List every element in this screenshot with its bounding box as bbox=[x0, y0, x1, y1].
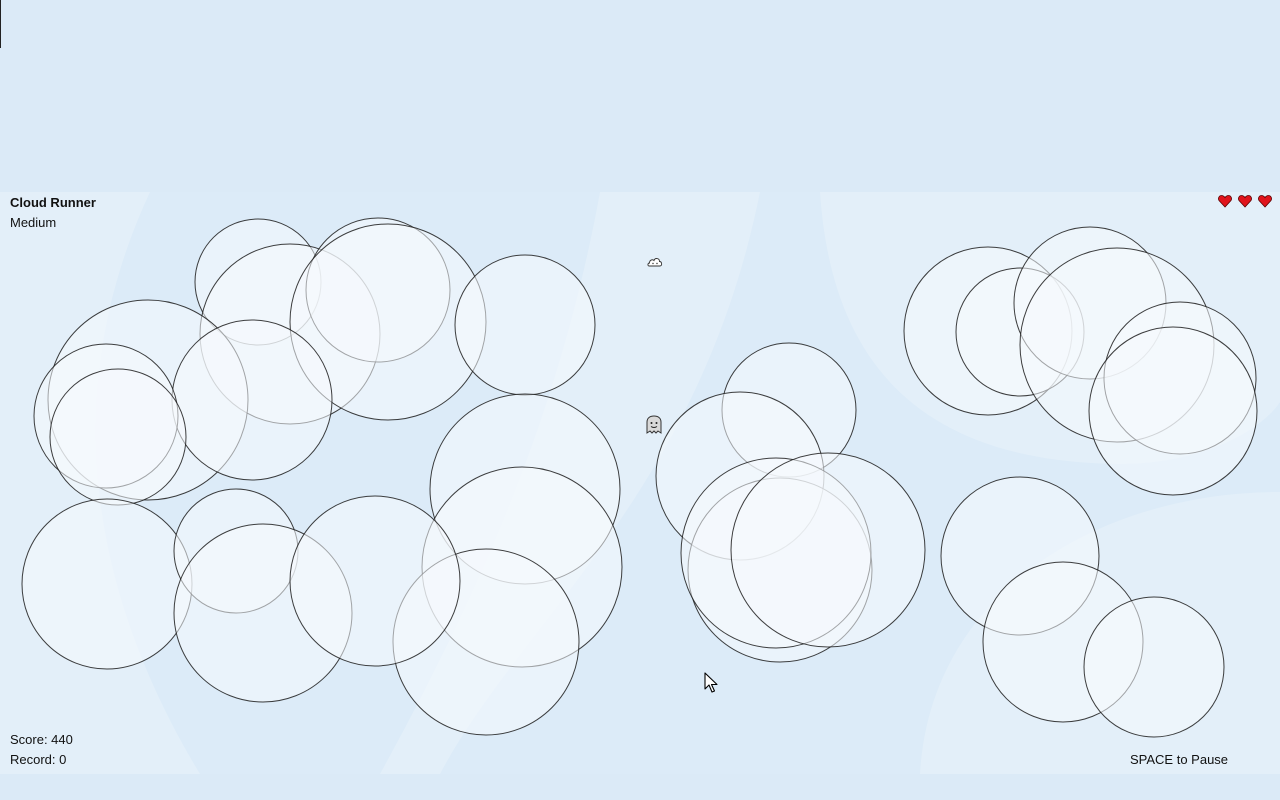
text-caret bbox=[0, 0, 1, 48]
pause-hint: SPACE to Pause bbox=[1130, 752, 1229, 767]
mouse-pointer-icon bbox=[704, 672, 718, 699]
heart-icon bbox=[1238, 194, 1252, 208]
cloud-obstacle bbox=[21, 498, 193, 670]
heart-icon bbox=[1258, 194, 1272, 208]
player-ghost-icon bbox=[645, 415, 663, 440]
game-canvas[interactable]: Cloud Runner Medium Score: 440 Record: 0… bbox=[0, 192, 1280, 774]
cloud-obstacle bbox=[454, 254, 596, 396]
game-title: Cloud Runner bbox=[10, 195, 96, 210]
difficulty-label: Medium bbox=[10, 215, 57, 230]
cloud-obstacle bbox=[49, 368, 187, 506]
bottom-strip bbox=[0, 774, 1280, 800]
lives-indicator bbox=[1218, 194, 1272, 208]
mini-cloud-icon bbox=[647, 255, 663, 273]
cloud-obstacle bbox=[1088, 326, 1258, 496]
heart-icon bbox=[1218, 194, 1232, 208]
score-display: Score: 440 bbox=[10, 732, 73, 747]
record-display: Record: 0 bbox=[10, 752, 67, 767]
cloud-obstacle bbox=[730, 452, 926, 648]
cloud-obstacle bbox=[171, 319, 333, 481]
cloud-obstacle bbox=[289, 495, 461, 667]
cloud-obstacle bbox=[1083, 596, 1225, 738]
